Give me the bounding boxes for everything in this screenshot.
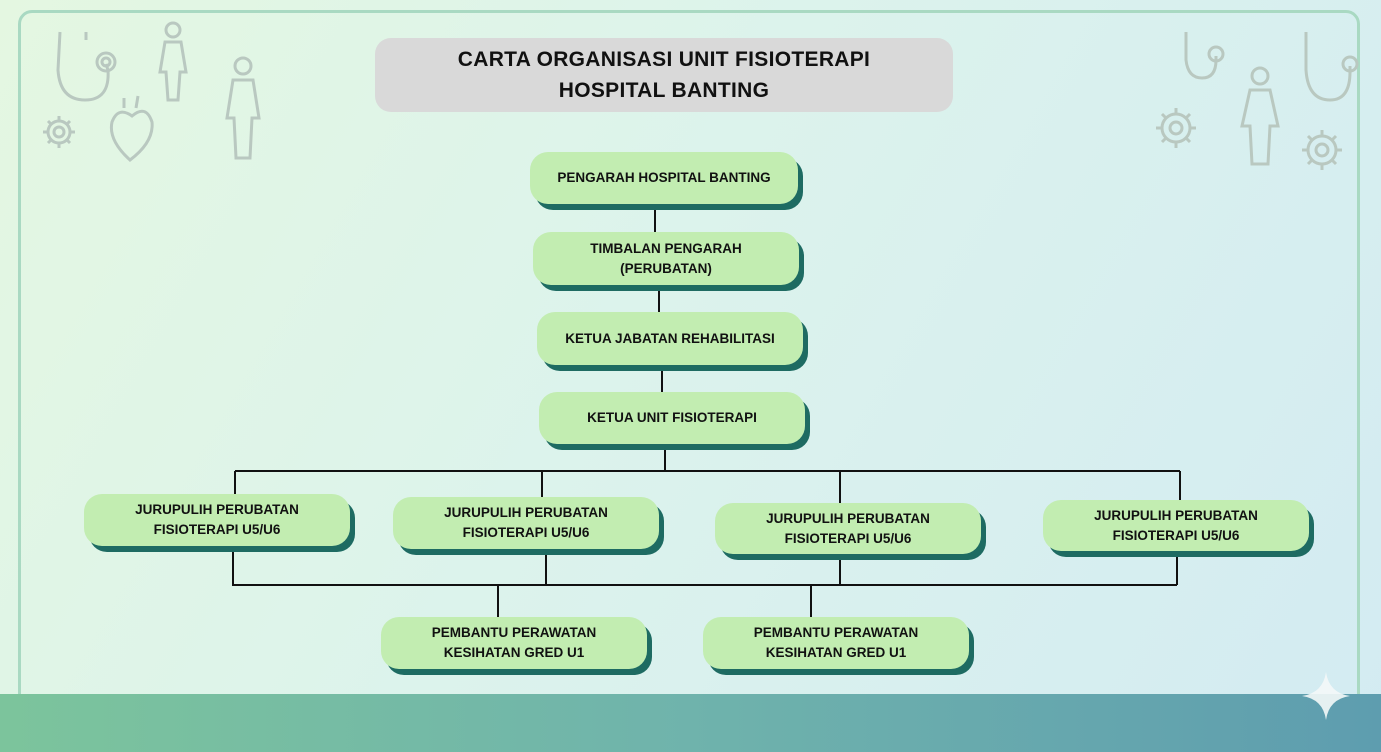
chart-title: CARTA ORGANISASI UNIT FISIOTERAPI HOSPIT… bbox=[375, 38, 953, 112]
node-jurupulih-4: JURUPULIH PERUBATAN FISIOTERAPI U5/U6 bbox=[1043, 500, 1309, 551]
node-label: KESIHATAN GRED U1 bbox=[765, 645, 907, 660]
node-label: PENGARAH HOSPITAL BANTING bbox=[557, 170, 771, 185]
node-label: PEMBANTU PERAWATAN bbox=[753, 625, 919, 640]
node-label: KESIHATAN GRED U1 bbox=[443, 645, 585, 660]
node-label: JURUPULIH PERUBATAN bbox=[1094, 507, 1258, 523]
node-label: FISIOTERAPI U5/U6 bbox=[153, 522, 281, 537]
node-label: FISIOTERAPI U5/U6 bbox=[784, 530, 912, 546]
heart-icon bbox=[109, 95, 154, 162]
node-ketua-unit: KETUA UNIT FISIOTERAPI bbox=[539, 392, 805, 444]
node-label: JURUPULIH PERUBATAN bbox=[766, 510, 930, 526]
bottom-band bbox=[0, 694, 1381, 752]
node-label: JURUPULIH PERUBATAN bbox=[444, 505, 608, 520]
node-jurupulih-3: JURUPULIH PERUBATAN FISIOTERAPI U5/U6 bbox=[715, 503, 981, 554]
sparkle-icon bbox=[1302, 672, 1350, 720]
title-line-2: HOSPITAL BANTING bbox=[558, 79, 770, 102]
node-label: FISIOTERAPI U5/U6 bbox=[1112, 527, 1240, 543]
node-label: JURUPULIH PERUBATAN bbox=[135, 502, 299, 517]
node-label: KETUA JABATAN REHABILITASI bbox=[565, 330, 775, 346]
human-body-icon bbox=[158, 21, 188, 102]
node-label: KETUA UNIT FISIOTERAPI bbox=[587, 410, 757, 425]
node-timbalan-pengarah: TIMBALAN PENGARAH (PERUBATAN) bbox=[533, 232, 799, 285]
node-ketua-jabatan: KETUA JABATAN REHABILITASI bbox=[537, 312, 803, 365]
node-label: FISIOTERAPI U5/U6 bbox=[462, 525, 590, 540]
node-jurupulih-2: JURUPULIH PERUBATAN FISIOTERAPI U5/U6 bbox=[393, 497, 659, 549]
title-line-1: CARTA ORGANISASI UNIT FISIOTERAPI bbox=[457, 48, 871, 71]
node-pembantu-2: PEMBANTU PERAWATAN KESIHATAN GRED U1 bbox=[703, 617, 969, 669]
node-label: TIMBALAN PENGARAH bbox=[590, 240, 742, 256]
human-body-icon bbox=[225, 56, 261, 160]
node-pembantu-1: PEMBANTU PERAWATAN KESIHATAN GRED U1 bbox=[381, 617, 647, 669]
node-pengarah: PENGARAH HOSPITAL BANTING bbox=[530, 152, 798, 204]
node-label: PEMBANTU PERAWATAN bbox=[431, 625, 597, 640]
left-decorations bbox=[43, 21, 261, 162]
stethoscope-icon bbox=[56, 31, 117, 102]
node-label: (PERUBATAN) bbox=[620, 260, 712, 276]
gear-icon bbox=[43, 116, 75, 148]
node-jurupulih-1: JURUPULIH PERUBATAN FISIOTERAPI U5/U6 bbox=[84, 494, 350, 546]
